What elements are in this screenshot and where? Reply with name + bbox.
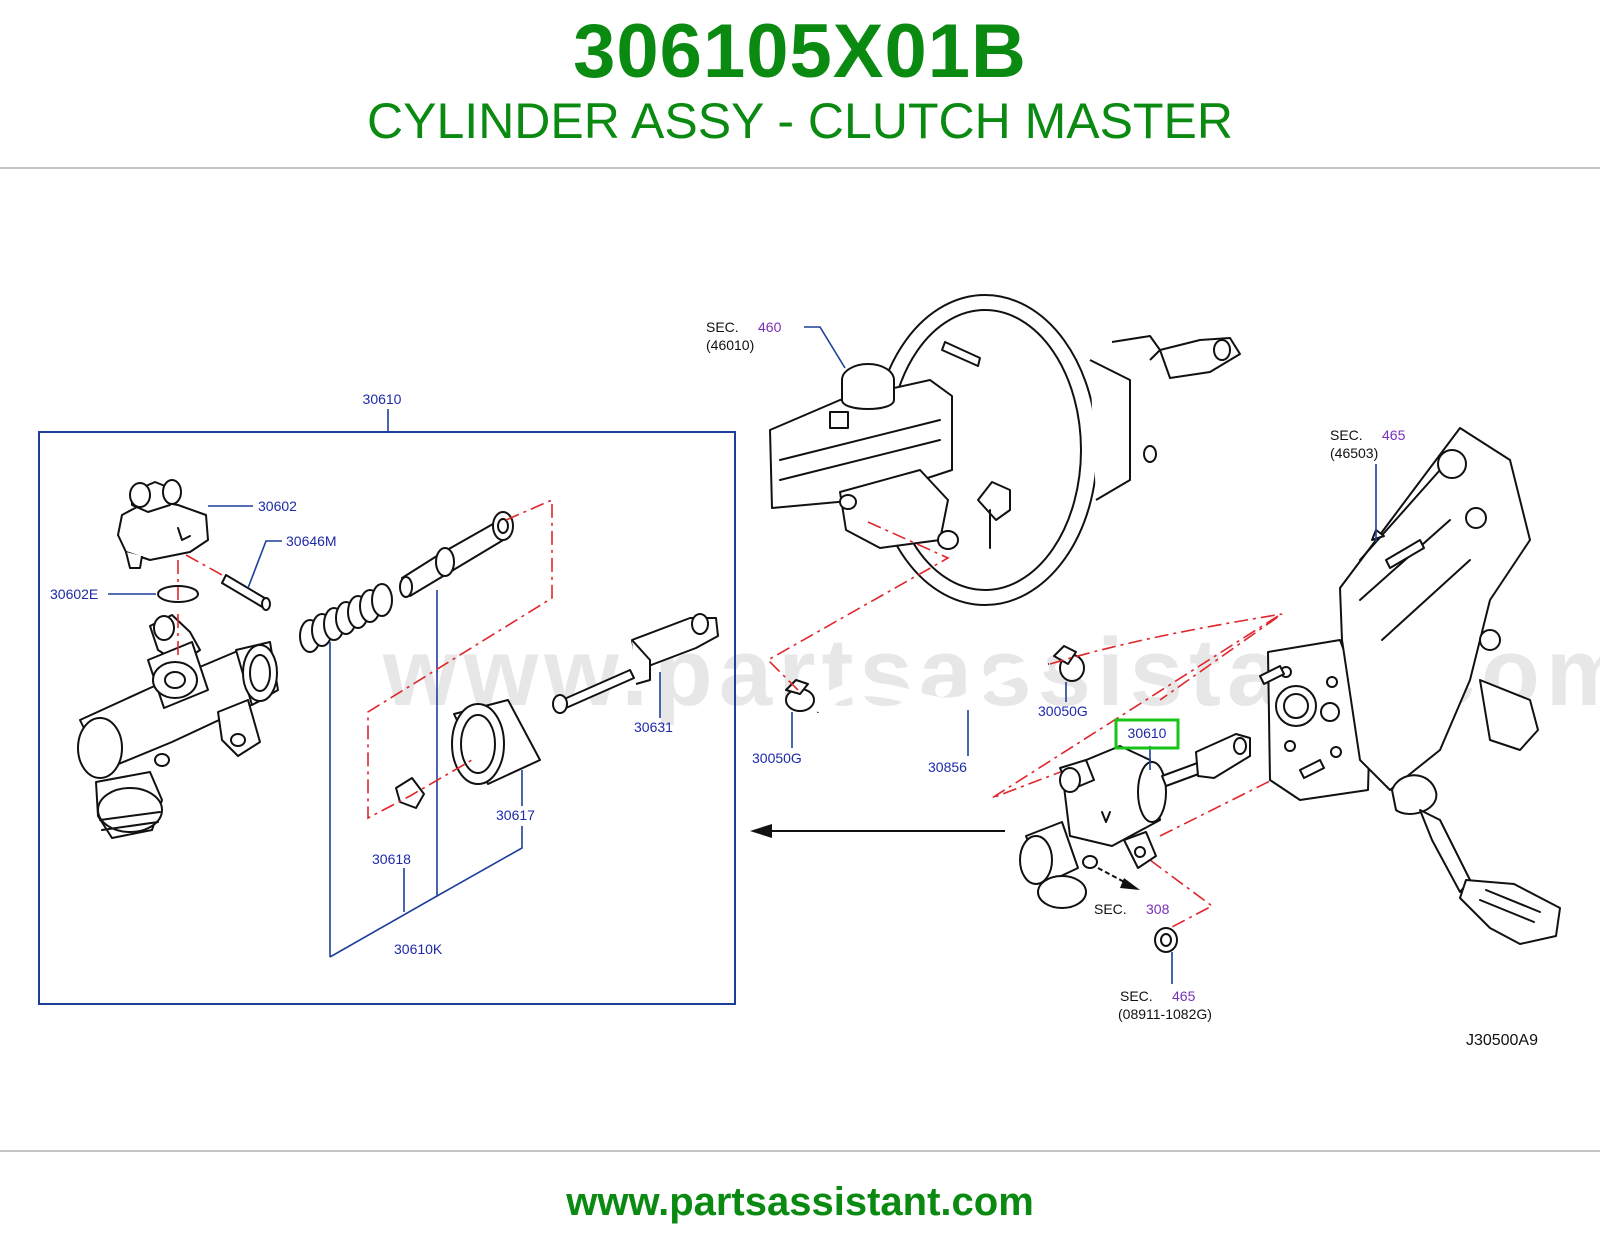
callout-30610K[interactable]: 30610K xyxy=(394,941,443,957)
detail-box xyxy=(38,431,736,1005)
sec-465-pedal-prefix: SEC. xyxy=(1330,427,1363,443)
sec-460-sub: (46010) xyxy=(706,337,754,353)
part-number-title: 306105X01B xyxy=(573,9,1027,94)
callout-30856[interactable]: 30856 xyxy=(928,759,967,775)
hose-clamp-right[interactable] xyxy=(1053,645,1085,682)
footer-divider xyxy=(0,1150,1600,1152)
sec-465-nut-sub: (08911-1082G) xyxy=(1118,1006,1212,1022)
callout-30610-detail[interactable]: 30610 xyxy=(363,391,402,407)
sec-465-nut-link[interactable]: 465 xyxy=(1172,988,1196,1004)
clutch-pedal-bracket[interactable] xyxy=(1259,427,1561,945)
callout-30050G-right[interactable]: 30050G xyxy=(1038,703,1088,719)
callout-30646M[interactable]: 30646M xyxy=(286,533,337,549)
callout-30602[interactable]: 30602 xyxy=(258,498,297,514)
brake-booster-assembly[interactable] xyxy=(769,294,1241,606)
hose-clamp-left[interactable] xyxy=(785,679,815,712)
sec-460-link[interactable]: 460 xyxy=(758,319,782,335)
sec-465-pedal-link[interactable]: 465 xyxy=(1382,427,1406,443)
pin-30646M[interactable] xyxy=(221,574,271,611)
sec-460-prefix: SEC. xyxy=(706,319,739,335)
callout-30050G-left[interactable]: 30050G xyxy=(752,750,802,766)
push-rod-30631[interactable] xyxy=(552,613,719,714)
highlight-box xyxy=(1114,718,1180,750)
diagram-code: J30500A9 xyxy=(1466,1032,1538,1049)
pipe-arrow-icon xyxy=(1120,878,1140,890)
reservoir-hose-30856[interactable] xyxy=(811,657,1050,716)
piston-assembly[interactable] xyxy=(399,511,514,598)
sec-465-nut-prefix: SEC. xyxy=(1120,988,1153,1004)
callout-30610-main[interactable]: 30610 xyxy=(1128,725,1167,741)
sec-308-link[interactable]: 308 xyxy=(1146,901,1170,917)
sec-308-prefix: SEC. xyxy=(1094,901,1127,917)
cylinder-body[interactable] xyxy=(77,614,279,839)
header-divider xyxy=(0,167,1600,169)
reservoir-connector-30602[interactable] xyxy=(117,479,209,569)
footer-website[interactable]: www.partsassistant.com xyxy=(566,1180,1034,1224)
return-spring[interactable] xyxy=(299,583,393,653)
callout-30602E[interactable]: 30602E xyxy=(50,586,98,602)
snap-ring-30618[interactable] xyxy=(395,777,425,809)
callout-30631[interactable]: 30631 xyxy=(634,719,673,735)
callout-30618[interactable]: 30618 xyxy=(372,851,411,867)
sec-465-pedal-sub: (46503) xyxy=(1330,445,1378,461)
arrow-head-icon xyxy=(750,824,772,838)
dust-boot-30617[interactable] xyxy=(451,699,541,785)
callout-30617[interactable]: 30617 xyxy=(496,807,535,823)
part-name-subtitle: CYLINDER ASSY - CLUTCH MASTER xyxy=(367,93,1233,149)
clutch-master-cylinder-30610[interactable] xyxy=(1019,733,1251,909)
flange-nut[interactable] xyxy=(1154,927,1178,953)
